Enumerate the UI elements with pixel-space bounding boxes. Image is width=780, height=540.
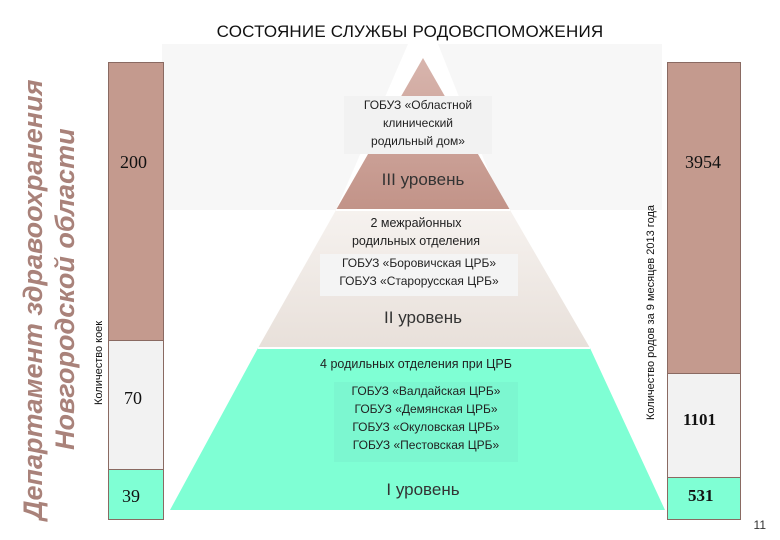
page-number: 11 [753,518,766,532]
beds-value-1: 39 [122,486,140,506]
beds-seg-2 [109,340,163,469]
beds-value-2: 70 [124,388,142,408]
tier2-desc: 2 межрайонных родильных отделения [318,214,514,250]
page-title: СОСТОЯНИЕ СЛУЖБЫ РОДОВСПОМОЖЕНИЯ [216,22,604,41]
beds-seg-3 [109,63,163,340]
tier1-desc: 4 родильных отделения при ЦРБ [320,357,512,371]
births-value-3: 3954 [685,152,721,172]
tier1-hospital-1: ГОБУЗ «Валдайская ЦРБ» [351,384,501,398]
tier3-desc-line-2: клинический [382,116,453,130]
tier1-hospital-4: ГОБУЗ «Пестовская ЦРБ» [352,438,500,452]
births-seg-3 [668,63,740,373]
tier3-desc-line-3: родильный дом» [371,134,465,148]
tier3-desc-line-1: ГОБУЗ «Областной [363,98,473,112]
beds-bar [108,62,164,520]
tier1-level-label: I уровень [386,480,460,499]
beds-seg-1 [109,469,163,519]
tier2-hospital-1: ГОБУЗ «Боровичская ЦРБ» [341,256,497,270]
beds-axis-label: Количество коек [93,320,105,405]
tier1-hospital-2: ГОБУЗ «Демянская ЦРБ» [354,402,498,416]
tier2-hospitals-box: ГОБУЗ «Боровичская ЦРБ» ГОБУЗ «Старорусс… [320,254,518,296]
births-bar [667,62,741,520]
births-axis-label: Количество родов за 9 месяцев 2013 года [645,205,657,420]
tier2-level-label: II уровень [384,308,462,327]
births-seg-2 [668,373,740,477]
tier1-hospitals-box: ГОБУЗ «Валдайская ЦРБ» ГОБУЗ «Демянская … [334,382,518,462]
tier3-desc-box: ГОБУЗ «Областной клинический родильный д… [344,96,492,154]
tier3-level-label: III уровень [381,170,465,189]
births-value-1: 531 [688,486,714,505]
beds-value-3: 200 [120,152,147,172]
births-value-2: 1101 [683,410,717,429]
tier2-desc-line-2: родильных отделения [351,234,481,248]
tier2-hospital-2: ГОБУЗ «Старорусская ЦРБ» [339,274,499,288]
births-seg-1 [668,477,740,519]
tier2-desc-line-1: 2 межрайонных [370,216,462,230]
tier1-hospital-3: ГОБУЗ «Окуловская ЦРБ» [352,420,500,434]
